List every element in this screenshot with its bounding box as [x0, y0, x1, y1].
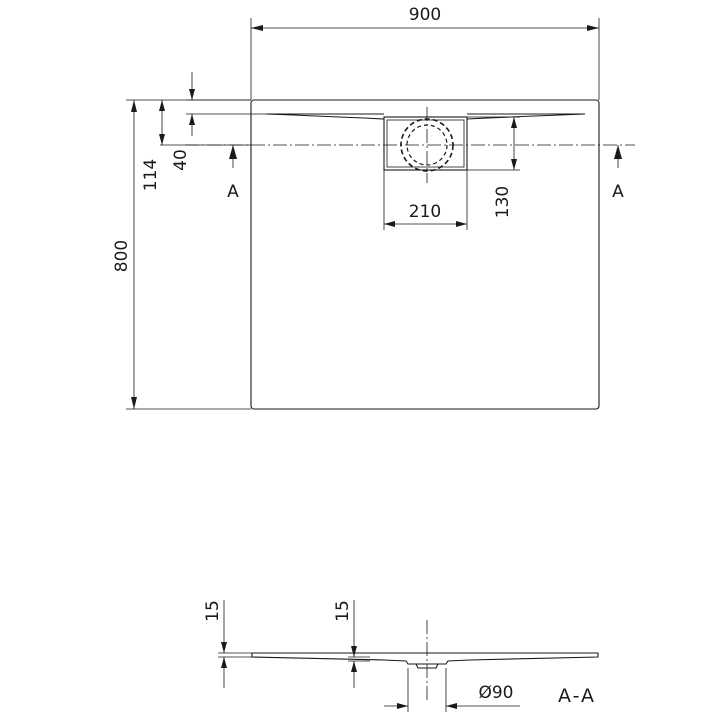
- dim-height-label: 800: [112, 240, 132, 272]
- dim-drain-depth-label: 130: [493, 186, 513, 218]
- arrowhead: [456, 221, 467, 227]
- arrowhead: [397, 703, 408, 709]
- dim-thickness-left-label: 15: [203, 600, 223, 622]
- arrowhead: [189, 114, 195, 125]
- arrowhead: [131, 100, 137, 112]
- arrowhead: [221, 642, 227, 653]
- dim-drain-width-label: 210: [409, 202, 441, 222]
- section-title: A-A: [558, 685, 596, 707]
- section-arrow-right: [614, 145, 622, 159]
- drain-box-inner: [386, 119, 465, 168]
- arrowhead: [159, 100, 165, 111]
- section-label-right: A: [612, 182, 624, 202]
- arrowhead: [384, 221, 395, 227]
- arrowhead: [351, 661, 357, 672]
- section-view: 15 15 Ø90 A-A: [203, 600, 599, 712]
- arrowhead: [159, 134, 165, 145]
- arrowhead: [189, 89, 195, 100]
- arrowhead: [511, 117, 517, 128]
- tray-outline: [250, 99, 600, 410]
- drain-box: [383, 116, 468, 171]
- arrowhead: [131, 397, 137, 409]
- section-label-left: A: [227, 182, 239, 202]
- dim-drain-diameter-label: Ø90: [478, 683, 513, 703]
- dim-drain-offset-outer-label: 114: [141, 159, 161, 191]
- section-arrow-left: [229, 145, 237, 159]
- arrowhead: [587, 25, 599, 31]
- plan-view: 900 800 114 40 A A 130: [112, 5, 635, 410]
- dim-drain-offset-inner-label: 40: [171, 149, 191, 171]
- arrowhead: [251, 25, 263, 31]
- drain-channel-taper: [265, 113, 586, 120]
- dim-width-label: 900: [409, 5, 441, 25]
- tray-profile: [251, 652, 599, 665]
- arrowhead: [446, 703, 457, 709]
- arrowhead: [351, 646, 357, 657]
- dim-thickness-center-label: 15: [333, 600, 353, 622]
- arrowhead: [511, 159, 517, 170]
- arrowhead: [221, 657, 227, 668]
